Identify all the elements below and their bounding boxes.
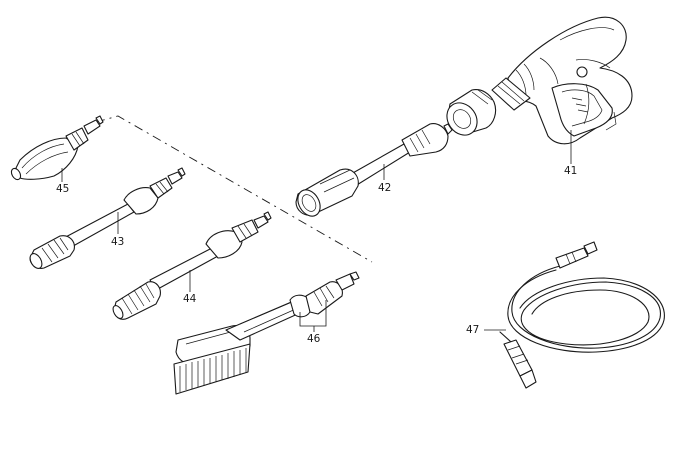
alignment-guide-line	[95, 115, 373, 263]
part-44-lance[interactable]	[111, 211, 272, 320]
part-42-extension-lance[interactable]	[293, 123, 453, 221]
leader-46	[299, 300, 327, 332]
label-47: 47	[466, 324, 479, 336]
part-46-washing-brush[interactable]	[173, 271, 360, 395]
part-45-nozzle[interactable]	[10, 115, 104, 181]
part-47-hose[interactable]	[499, 241, 665, 389]
label-43: 43	[111, 236, 124, 248]
label-41: 41	[564, 165, 577, 177]
label-45: 45	[56, 183, 69, 195]
label-46: 46	[307, 333, 321, 345]
label-42: 42	[378, 182, 391, 194]
part-41-trigger-gun[interactable]	[441, 16, 633, 145]
part-43-lance[interactable]	[28, 167, 186, 270]
label-44: 44	[183, 293, 197, 305]
